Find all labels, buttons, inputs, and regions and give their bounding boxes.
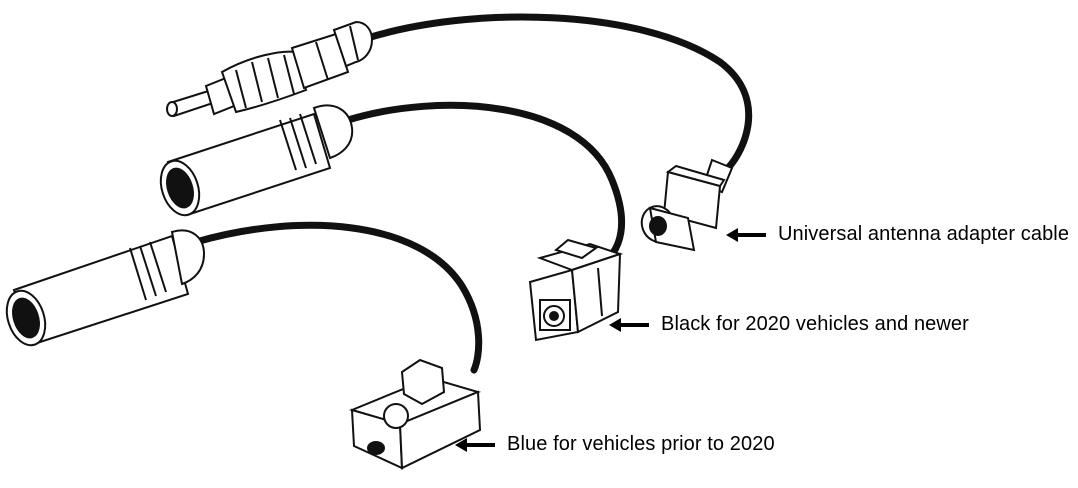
- black-fakra-cable: [159, 101, 626, 342]
- callout-blue-fakra: Blue for vehicles prior to 2020: [455, 433, 775, 456]
- universal-adapter-cable: [166, 13, 753, 252]
- callout-universal-cable: Universal antenna adapter cable: [726, 223, 1069, 246]
- callout-blue-label: Blue for vehicles prior to 2020: [507, 433, 775, 455]
- callout-black-label: Black for 2020 vehicles and newer: [661, 313, 969, 335]
- blue-fakra-connector: [348, 358, 482, 470]
- arrow-left-icon: [609, 317, 649, 332]
- callout-black-fakra: Black for 2020 vehicles and newer: [609, 313, 969, 336]
- universal-cable-wire: [364, 13, 753, 172]
- black-fakra-connector: [528, 238, 624, 342]
- din-female-socket-bottom: [5, 229, 206, 347]
- blue-fakra-cable: [5, 221, 483, 470]
- blue-cable-wire: [192, 221, 483, 374]
- arrow-left-icon: [455, 437, 495, 452]
- callout-universal-label: Universal antenna adapter cable: [778, 223, 1070, 245]
- din-male-plug: [166, 20, 374, 118]
- din-female-socket-middle: [159, 104, 354, 217]
- arrow-left-icon: [726, 227, 766, 242]
- black-cable-wire: [344, 101, 626, 266]
- universal-fakra-connector: [640, 158, 734, 252]
